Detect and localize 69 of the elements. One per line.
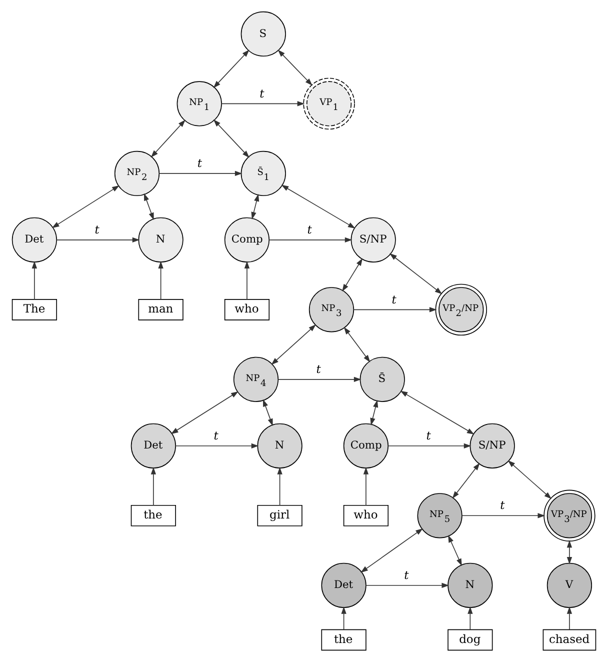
arrow — [213, 50, 250, 88]
arrow — [262, 399, 273, 426]
node-box: man — [138, 299, 184, 320]
arrow — [366, 582, 450, 588]
arrow — [281, 184, 356, 228]
arrow — [452, 462, 480, 499]
arrow — [508, 460, 552, 500]
node-circle: Comp — [224, 217, 270, 262]
arrow — [278, 376, 362, 382]
arrow — [468, 606, 473, 630]
arrow — [251, 194, 260, 220]
arrow — [277, 467, 282, 506]
edge-label: t — [214, 428, 218, 442]
node-box: dog — [448, 629, 493, 651]
node-box: the — [130, 504, 176, 526]
edge-label: t — [260, 86, 264, 100]
arrow — [363, 467, 369, 506]
node-box: the — [321, 629, 366, 651]
node-circle: V — [546, 562, 592, 608]
node-circle: N — [138, 217, 184, 262]
arrow — [353, 307, 437, 312]
arrow — [32, 261, 38, 300]
node-box: chased — [542, 629, 596, 651]
arrow — [144, 193, 154, 220]
node-box: The — [12, 299, 57, 320]
arrow — [341, 606, 346, 630]
arrow — [566, 540, 572, 564]
arrow — [52, 185, 120, 228]
node-circle: Det — [321, 562, 366, 608]
arrow — [390, 253, 442, 294]
arrow — [268, 237, 352, 242]
edge-label: t — [404, 568, 409, 582]
node-circle: Comp — [343, 423, 389, 468]
arrow — [462, 513, 546, 518]
arrow — [400, 390, 474, 434]
node-circle: N — [257, 423, 302, 468]
edge-label: t — [426, 428, 431, 442]
arrow — [370, 400, 378, 426]
arrow — [150, 120, 186, 158]
arrow — [175, 443, 259, 448]
arrow — [158, 261, 164, 300]
node-box: who — [224, 299, 270, 320]
node-box: girl — [257, 504, 302, 526]
arrow — [360, 528, 423, 573]
node-circle: N — [448, 562, 493, 608]
edge-label: t — [307, 222, 312, 237]
arrow — [344, 327, 370, 362]
arrow — [213, 119, 250, 158]
node-box: who — [343, 504, 389, 526]
edge-label: t — [392, 292, 396, 306]
arrow — [221, 101, 305, 106]
node-circle: Det — [130, 423, 176, 468]
edge-label: t — [94, 222, 100, 237]
arrow — [448, 535, 462, 566]
edge-label: t — [316, 362, 321, 376]
edge-label: t — [500, 498, 505, 512]
arrow — [170, 391, 238, 434]
node-circle: S̄ — [360, 356, 405, 402]
arrow — [150, 467, 156, 506]
arrow — [278, 50, 312, 86]
arrow — [342, 258, 363, 292]
arrow — [158, 170, 242, 176]
edge-label: t — [197, 156, 202, 170]
arrow — [56, 237, 140, 242]
arrow — [271, 324, 316, 365]
arrow — [388, 443, 472, 448]
arrow — [244, 261, 250, 300]
node-circle: Det — [12, 217, 57, 262]
arrow — [566, 606, 572, 630]
